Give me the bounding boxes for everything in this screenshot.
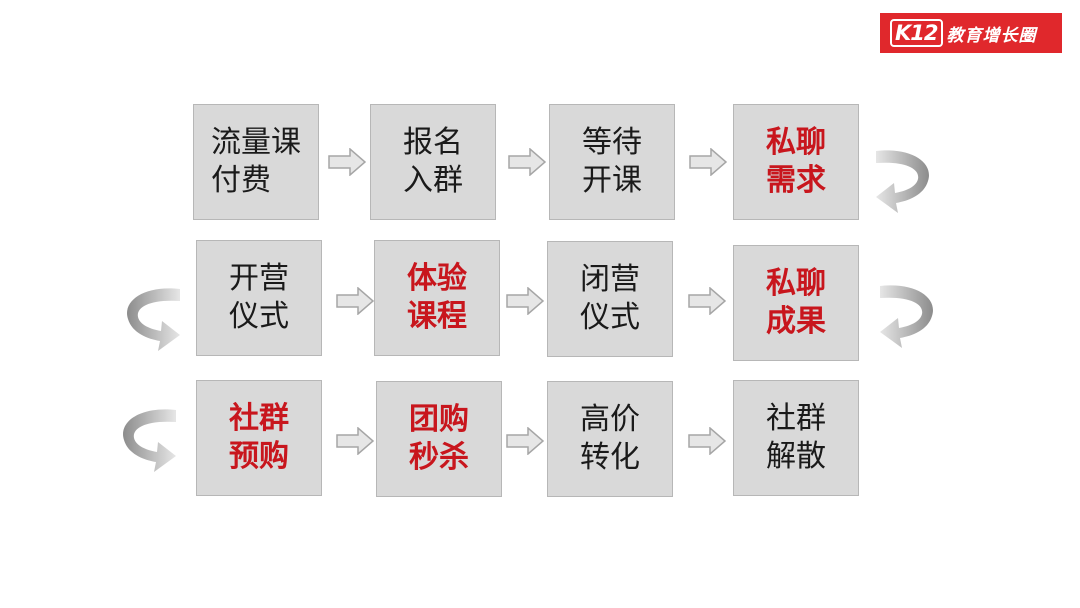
step-label-11: 高价 转化 [580, 402, 640, 475]
curved-return-arrow-icon [876, 150, 929, 213]
curved-return-arrow-icon [880, 285, 933, 348]
step-label-3: 等待 开课 [582, 125, 642, 198]
step-box-12: 社群 解散 [733, 380, 859, 496]
right-arrow-icon [506, 287, 544, 315]
right-arrow-icon [688, 427, 726, 455]
step-label-4: 私聊 需求 [766, 125, 826, 198]
curved-return-arrow-icon [123, 409, 176, 472]
step-box-7: 闭营 仪式 [547, 241, 673, 357]
step-label-6: 体验 课程 [407, 261, 467, 334]
step-label-10: 团购 秒杀 [409, 402, 469, 475]
step-box-10: 团购 秒杀 [376, 381, 502, 497]
logo-text: 教育增长圈 [946, 25, 1037, 46]
logo-mark: K12 [890, 19, 943, 47]
step-label-5: 开营 仪式 [229, 261, 289, 334]
step-label-2: 报名 入群 [403, 125, 463, 198]
curved-return-arrow-icon [127, 288, 180, 351]
right-arrow-icon [689, 148, 727, 176]
right-arrow-icon [506, 427, 544, 455]
brand-logo: K12 教育增长圈 [880, 13, 1062, 53]
right-arrow-icon [336, 427, 374, 455]
step-box-6: 体验 课程 [374, 240, 500, 356]
step-box-5: 开营 仪式 [196, 240, 322, 356]
step-box-3: 等待 开课 [549, 104, 675, 220]
step-box-4: 私聊 需求 [733, 104, 859, 220]
right-arrow-icon [508, 148, 546, 176]
step-label-8: 私聊 成果 [766, 266, 826, 339]
right-arrow-icon [336, 287, 374, 315]
step-box-8: 私聊 成果 [733, 245, 859, 361]
step-box-9: 社群 预购 [196, 380, 322, 496]
step-box-11: 高价 转化 [547, 381, 673, 497]
right-arrow-icon [328, 148, 366, 176]
step-box-1: 流量课 付费 [193, 104, 319, 220]
step-label-9: 社群 预购 [229, 401, 289, 474]
step-label-7: 闭营 仪式 [580, 262, 640, 335]
step-label-12: 社群 解散 [766, 401, 826, 474]
step-label-1: 流量课 付费 [211, 125, 301, 198]
step-box-2: 报名 入群 [370, 104, 496, 220]
right-arrow-icon [688, 287, 726, 315]
